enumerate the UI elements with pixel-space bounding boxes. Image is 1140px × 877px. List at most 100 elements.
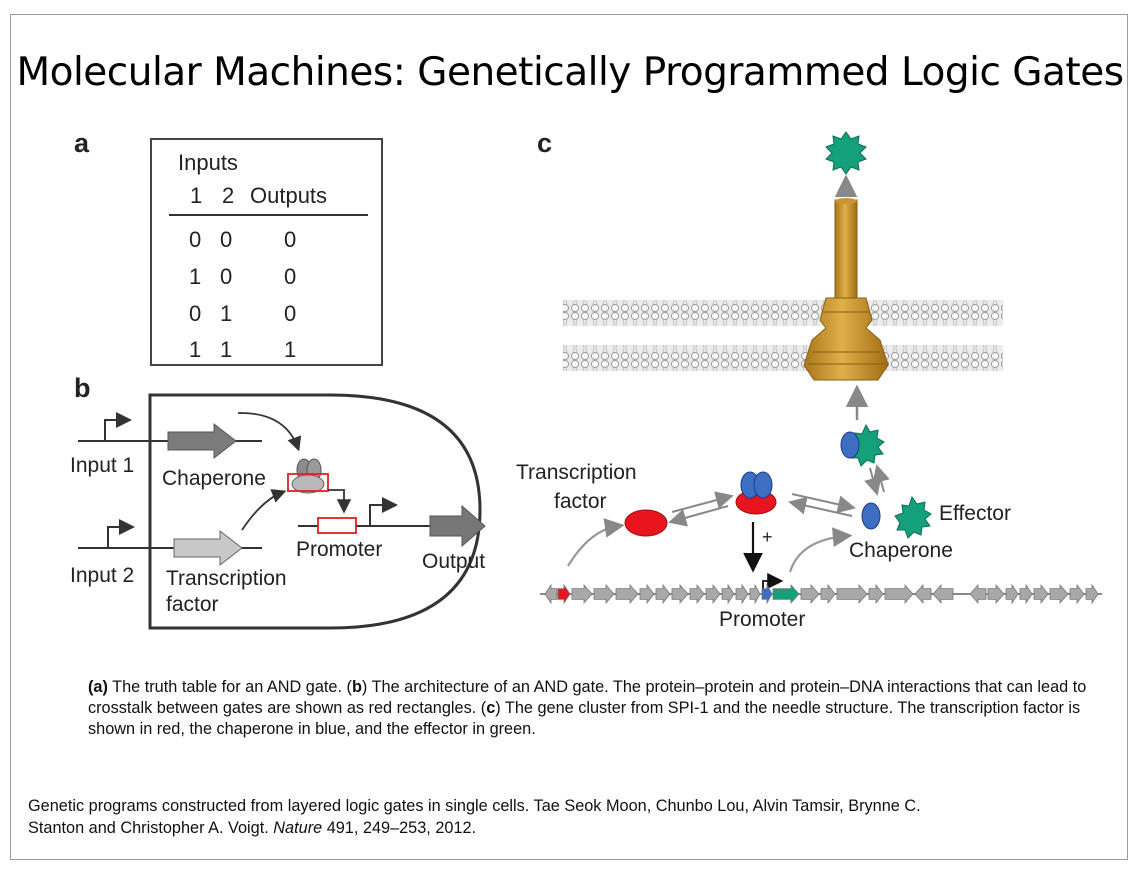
gene-arrow: [593, 583, 615, 605]
label-chaperone: Chaperone: [162, 467, 266, 490]
gene-arrow: [1069, 583, 1085, 605]
panel-label-c: c: [537, 128, 553, 158]
complex-to-promoter-arrow: [328, 489, 352, 514]
gene-arrow: [772, 583, 800, 605]
gene-arrow: [671, 583, 689, 605]
truth-table-cell: 1: [189, 337, 202, 362]
gene-arrow: [615, 583, 639, 605]
citation-details: 491, 249–253, 2012.: [322, 819, 477, 837]
gene-arrow: [868, 583, 884, 605]
slide-frame: [10, 14, 1128, 860]
truth-table-cell: 0: [189, 301, 202, 326]
label-c-chaperone: Chaperone: [849, 539, 953, 562]
truth-table-cell: 0: [284, 227, 297, 252]
label-promoter: Promoter: [296, 538, 383, 561]
tf-release-arrow: [668, 505, 729, 527]
gene-cluster: [544, 583, 1099, 605]
gene-arrow: [655, 583, 671, 605]
caption-tag-a: (a): [88, 678, 108, 696]
chaperone-in-complex-icon: [840, 431, 860, 459]
panel-label-a: a: [74, 128, 90, 158]
truth-table-inputs-header: Inputs: [178, 150, 238, 175]
gene-arrow: [761, 583, 773, 605]
transcription-factor-shape: [291, 474, 325, 494]
truth-table-col-1: 1: [190, 183, 203, 208]
panel-label-b: b: [74, 373, 91, 403]
free-transcription-factor-icon: [624, 509, 668, 537]
truth-table-cell: 0: [284, 264, 297, 289]
caption-text-b: ) The architecture of an AND gate. The p…: [88, 678, 1087, 717]
gene-arrow: [557, 583, 571, 605]
citation-journal: Nature: [273, 819, 323, 837]
truth-table-cell: 1: [189, 264, 202, 289]
crosstalk-rectangle: [287, 473, 329, 492]
label-input-1: Input 1: [70, 454, 135, 477]
outer-membrane: [563, 300, 1003, 326]
gene-arrow: [689, 583, 705, 605]
gene-arrow: [1049, 583, 1069, 605]
secreted-effector-icon: [825, 131, 867, 175]
tf-binding-arrow: [671, 491, 734, 513]
label-c-transcription: Transcription: [516, 461, 637, 484]
caption-tag-b: b: [351, 678, 362, 696]
truth-table-cell: 0: [220, 227, 233, 252]
gene-arrow: [820, 583, 836, 605]
label-c-promoter: Promoter: [719, 608, 806, 631]
truth-table-cell: 0: [189, 227, 202, 252]
truth-table-cell: 0: [284, 301, 297, 326]
label-output: Output: [422, 550, 486, 573]
truth-table-cell: 1: [220, 301, 233, 326]
gene-arrow: [1033, 583, 1049, 605]
tf-to-complex-arrow: [241, 489, 287, 531]
chaperone-to-complex-arrow: [237, 412, 302, 452]
output-promoter-arrow: [369, 497, 398, 526]
tf-complex-blue-icon: [753, 471, 773, 499]
gene-arrow: [969, 583, 987, 605]
label-c-factor: factor: [554, 490, 607, 513]
gene-arrow: [987, 583, 1005, 605]
gene-arrow: [544, 583, 558, 605]
gene-arrow: [705, 583, 721, 605]
gene-arrow: [749, 583, 761, 605]
needle-base: [803, 297, 889, 381]
cell-outline: [148, 393, 482, 630]
gene-arrow: [914, 583, 932, 605]
figure-caption: (a) The truth table for an AND gate. (b)…: [88, 677, 1088, 740]
promoter-crosstalk-rectangle: [317, 517, 357, 534]
tf-expression-arrow: [567, 518, 625, 567]
free-effector-icon: [894, 495, 932, 539]
gene-arrow: [571, 583, 593, 605]
gene-arrow: [836, 583, 868, 605]
label-transcription: Transcription: [166, 567, 287, 590]
association-arrow: [872, 464, 890, 493]
gene-arrow: [639, 583, 655, 605]
gene-arrow: [932, 583, 954, 605]
gene-arrow: [800, 583, 820, 605]
slide-title: Molecular Machines: Genetically Programm…: [16, 50, 1124, 95]
truth-table-divider: [169, 214, 368, 216]
gene-arrow: [1085, 583, 1099, 605]
truth-table-col-2: 2: [222, 183, 235, 208]
caption-text-a: The truth table for an AND gate. (: [107, 678, 352, 696]
inner-membrane: [563, 345, 1003, 371]
label-c-plus: +: [762, 527, 773, 547]
truth-table: Inputs 1 2 Outputs 0 0 0 1 0 0 0 1 0 1 1…: [150, 138, 383, 366]
gene-arrow: [735, 583, 749, 605]
chaperone-gene-arrow: [167, 422, 237, 460]
chaperone-expression-arrow: [788, 527, 853, 573]
tf-gene-arrow: [173, 529, 243, 567]
needle-shaft: [834, 199, 858, 311]
needle-tip: [835, 198, 857, 204]
output-gene-arrow: [429, 504, 486, 548]
truth-table-cell: 1: [220, 337, 233, 362]
truth-table-cell: 0: [220, 264, 233, 289]
citation-text: Genetic programs constructed from layere…: [28, 797, 921, 837]
label-input-2: Input 2: [70, 564, 135, 587]
caption-text-c: ) The gene cluster from SPI-1 and the ne…: [88, 699, 1081, 738]
gene-arrow: [721, 583, 735, 605]
chaperone-binding-arrow: [788, 496, 853, 517]
chaperone-release-arrow: [791, 493, 856, 514]
citation: Genetic programs constructed from layere…: [28, 795, 928, 839]
